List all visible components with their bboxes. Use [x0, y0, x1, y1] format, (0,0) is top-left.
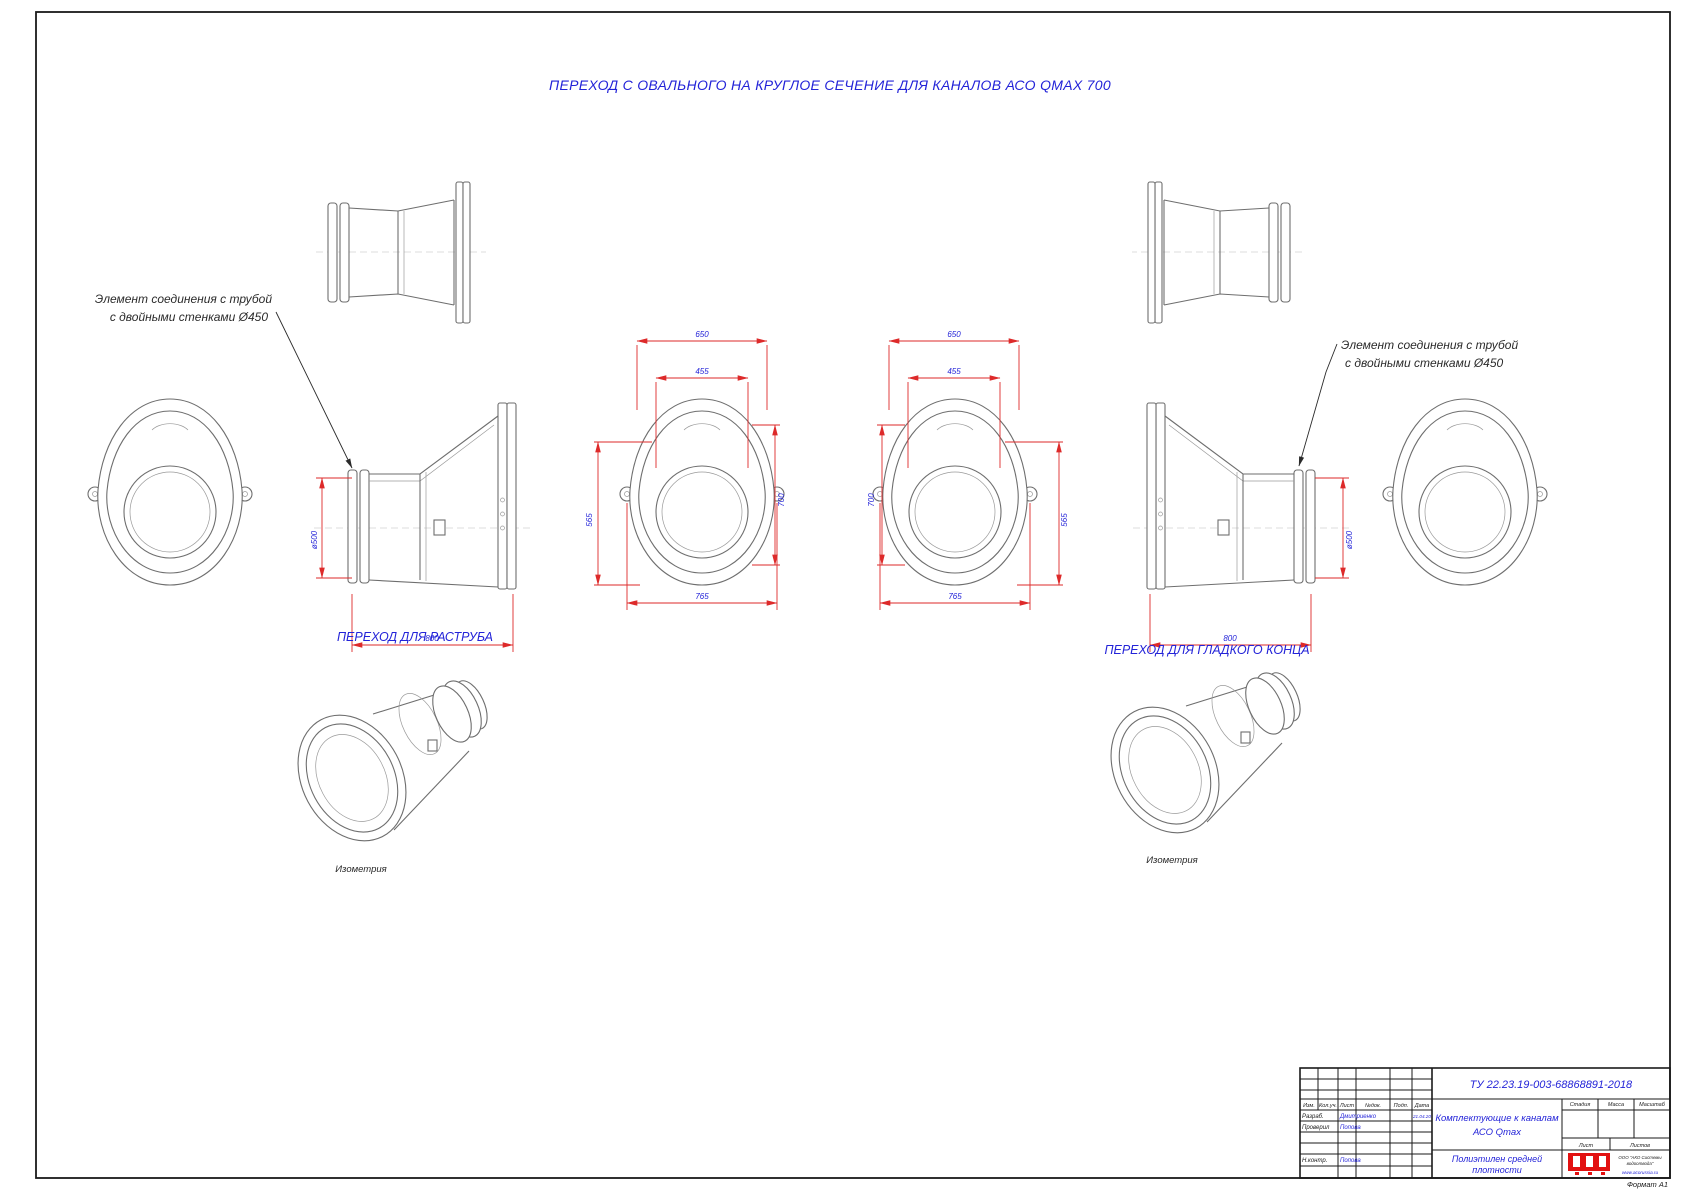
header-mass: Масса: [1608, 1102, 1624, 1108]
dim-oval-left-inner: 455: [695, 367, 709, 376]
dims-section-right: ø500 800: [1149, 477, 1354, 652]
label-isometry-right: Изометрия: [1146, 855, 1198, 866]
annotation-right-line2: с двойными стенками Ø450: [1345, 356, 1504, 370]
dim-oval-left-right: 700: [777, 493, 786, 507]
dim-diameter-right: ø500: [1345, 530, 1354, 549]
leader-line-left: [275, 311, 353, 469]
rev-col-izm: Изм.: [1303, 1103, 1315, 1109]
header-scale: Масштаб: [1639, 1102, 1666, 1108]
isometric-view-right: [1089, 666, 1308, 853]
row-nkontr-role: Н.контр.: [1302, 1158, 1327, 1164]
dim-oval-left-left: 565: [585, 513, 594, 527]
label-right-group: ПЕРЕХОД ДЛЯ ГЛАДКОГО КОНЦА: [1104, 643, 1309, 657]
oval-front-view-left: [87, 398, 253, 586]
doc-name-line1: Комплектующие к каналам: [1435, 1113, 1559, 1124]
leader-line-right: [1298, 343, 1338, 467]
annotation-right-line1: Элемент соединения с трубой: [1341, 338, 1518, 352]
dims-oval-right: 650 455 700 565 765: [867, 330, 1069, 610]
dim-oval-left-top: 650: [695, 330, 709, 339]
company-line2: водоотвода": [1627, 1161, 1654, 1166]
oval-front-view-right: [1382, 398, 1548, 586]
row-nkontr-name: Попова: [1340, 1158, 1361, 1164]
format-label: Формат А1: [1627, 1180, 1668, 1189]
dim-oval-right-inner: 455: [947, 367, 961, 376]
material-line2: плотности: [1472, 1165, 1522, 1175]
header-sheet: Лист: [1578, 1143, 1594, 1149]
company-logo: [1568, 1153, 1610, 1175]
rev-col-ndoc: №док.: [1365, 1103, 1381, 1109]
side-view-top-left: [315, 181, 487, 324]
row-proveril-name: Попова: [1340, 1125, 1361, 1131]
dim-length-right: 800: [1223, 634, 1237, 643]
company-line1: ООО "АКО Системы: [1618, 1155, 1662, 1160]
dim-oval-right-top: 650: [947, 330, 961, 339]
annotation-right: Элемент соединения с трубой с двойными с…: [1298, 338, 1518, 467]
oval-dim-view-right: [872, 398, 1038, 586]
label-isometry-left: Изометрия: [335, 864, 387, 875]
dim-oval-left-bottom: 765: [695, 592, 709, 601]
dims-section-left: ø500 800: [310, 477, 514, 652]
row-proveril-role: Проверил: [1302, 1125, 1330, 1131]
label-left-group: ПЕРЕХОД ДЛЯ РАСТРУБА: [337, 630, 493, 644]
dim-oval-right-right: 565: [1060, 513, 1069, 527]
annotation-left: Элемент соединения с трубой с двойными с…: [95, 292, 353, 469]
header-sheets: Листов: [1629, 1143, 1650, 1149]
rev-col-list: Лист: [1339, 1103, 1355, 1109]
side-view-top-right: [1131, 181, 1303, 324]
dim-oval-right-bottom: 765: [948, 592, 962, 601]
rev-col-koluch: Кол.уч.: [1319, 1103, 1337, 1109]
dim-oval-right-left: 700: [867, 493, 876, 507]
row-razrab-date: 21.04.20: [1412, 1114, 1431, 1119]
section-view-right: [1132, 402, 1350, 590]
rev-col-data: Дата: [1414, 1103, 1430, 1109]
doc-name-line2: АСО Qmax: [1472, 1127, 1522, 1138]
designation: ТУ 22.23.19-003-68868891-2018: [1470, 1079, 1633, 1091]
isometric-view-left: [276, 674, 495, 861]
row-razrab-name: Дмитриенко: [1339, 1114, 1377, 1120]
oval-dim-view-left: [619, 398, 785, 586]
annotation-left-line2: с двойными стенками Ø450: [110, 310, 269, 324]
company-website: www.acorussia.ru: [1622, 1170, 1658, 1175]
section-view-left: [313, 402, 531, 590]
header-stage: Стадия: [1570, 1102, 1591, 1108]
material-line1: Полиэтилен средней: [1452, 1154, 1542, 1164]
annotation-left-line1: Элемент соединения с трубой: [95, 292, 272, 306]
page-title: ПЕРЕХОД С ОВАЛЬНОГО НА КРУГЛОЕ СЕЧЕНИЕ Д…: [549, 77, 1111, 93]
rev-col-podp: Подп.: [1394, 1103, 1409, 1109]
dim-diameter-left: ø500: [310, 530, 319, 549]
drawing-frame: [35, 11, 1671, 1179]
row-razrab-role: Разраб.: [1302, 1114, 1324, 1120]
dim-length-left: 800: [425, 634, 439, 643]
title-block: Изм. Кол.уч. Лист №док. Подп. Дата Разра…: [1299, 1067, 1671, 1179]
dims-oval-left: 650 455 565 700 765: [585, 330, 786, 610]
